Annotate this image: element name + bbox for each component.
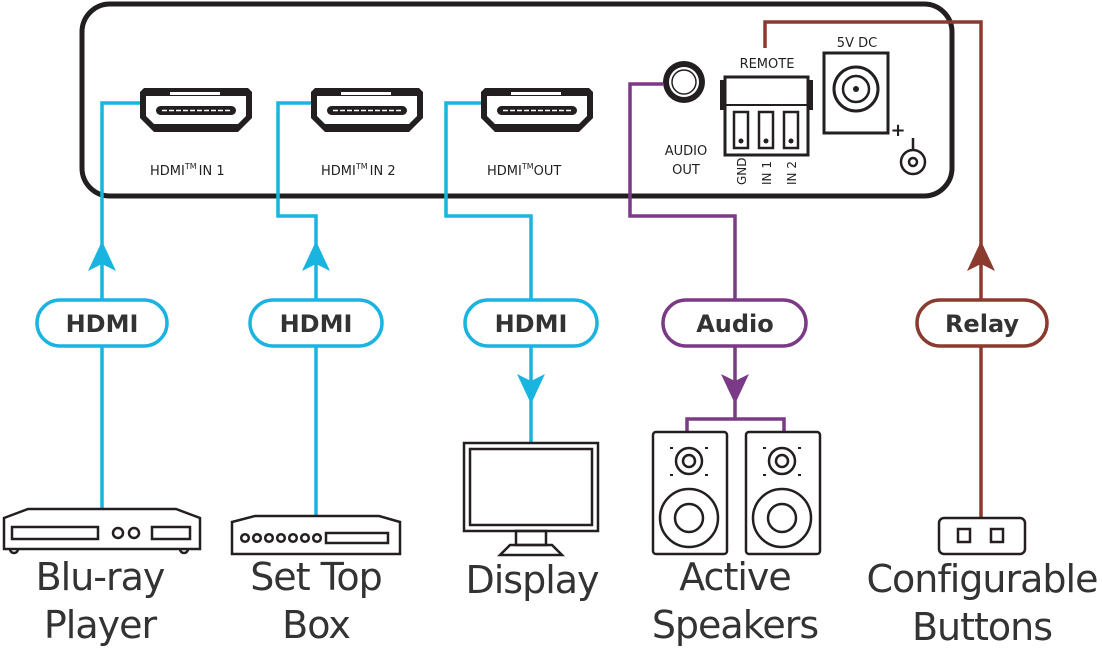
connection-pill-hdmi-2: HDMI <box>248 298 384 348</box>
arrow-down-icon <box>721 374 749 404</box>
device-label-set-top-box: Set Top <box>250 555 382 599</box>
display-icon <box>462 441 600 557</box>
svg-text:HDMI: HDMI <box>495 310 568 338</box>
svg-text:Audio: Audio <box>696 310 774 338</box>
svg-text:Relay: Relay <box>945 310 1019 338</box>
arrow-down-icon <box>517 374 545 404</box>
connection-pill-hdmi-out: HDMI <box>463 298 599 348</box>
hdmi-port-icon <box>139 87 253 133</box>
remote-pin-gnd: GND <box>735 157 749 185</box>
cable-relay <box>763 20 983 518</box>
connection-pill-relay: Relay <box>915 298 1049 348</box>
port-label-hdmi-out: HDMITMOUT <box>487 162 561 179</box>
terminal-block-icon <box>720 75 813 157</box>
arrow-up-icon <box>88 241 116 271</box>
remote-pin-in2: IN 2 <box>785 161 799 185</box>
audio-out-label: AUDIO <box>665 144 708 159</box>
device-label-bluray: Blu-ray <box>36 555 165 599</box>
remote-label: REMOTE <box>740 57 795 72</box>
configurable-buttons-icon <box>937 516 1027 556</box>
svg-text:HDMI: HDMI <box>66 310 139 338</box>
audio-jack-icon <box>663 61 705 103</box>
power-label: 5V DC <box>837 36 877 51</box>
arrow-up-icon <box>967 241 995 271</box>
device-label-set-top-box: Box <box>282 603 350 647</box>
speaker-icon <box>651 430 729 556</box>
connection-pill-audio: Audio <box>661 298 808 348</box>
device-label-display: Display <box>465 558 599 602</box>
device-label-bluray: Player <box>44 603 158 647</box>
polarity-plus: + <box>890 120 905 141</box>
device-label-speakers: Speakers <box>652 603 818 647</box>
bluray-player-icon <box>2 507 202 555</box>
set-top-box-icon <box>230 514 402 556</box>
device-label-speakers: Active <box>679 555 791 599</box>
polarity-icon <box>899 138 927 176</box>
cable-hdmi-out <box>444 101 533 444</box>
hdmi-port-icon <box>480 87 594 133</box>
device-label-buttons: Buttons <box>912 605 1052 649</box>
hdmi-port-icon <box>310 87 424 133</box>
audio-out-label: OUT <box>672 163 700 178</box>
power-jack-icon <box>822 51 890 135</box>
speaker-icon <box>744 430 822 556</box>
arrow-up-icon <box>302 241 330 271</box>
remote-pin-in1: IN 1 <box>760 161 774 185</box>
svg-text:HDMI: HDMI <box>280 310 353 338</box>
cable-hdmi-1 <box>100 101 140 512</box>
device-label-buttons: Configurable <box>867 557 1098 601</box>
connection-pill-hdmi-1: HDMI <box>35 298 169 348</box>
cable-audio <box>628 82 786 432</box>
